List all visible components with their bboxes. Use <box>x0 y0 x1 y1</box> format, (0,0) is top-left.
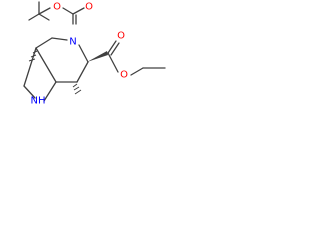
bond-cleft-bridgehead <box>23 47 37 87</box>
bond-nh-cleft <box>23 85 36 99</box>
hash-line <box>28 58 36 62</box>
bond-ctop-bridgehead-left <box>35 37 53 49</box>
tert-butyl-group <box>28 1 51 21</box>
bond-cbridge-nh-down <box>43 81 57 102</box>
molecule-structure: O O N O O NH <box>23 1 166 107</box>
atom-o-carbonyl-ester: O <box>117 31 125 42</box>
atom-o-ether-boc: O <box>53 2 61 13</box>
hash-line <box>73 86 80 91</box>
atom-o-carbonyl-boc: O <box>85 2 93 13</box>
bond-bridgehead-bridge <box>35 47 57 83</box>
atom-labels: O O N O O NH <box>31 2 129 107</box>
atom-n-bridge: N <box>69 37 76 48</box>
bond-cester-oether <box>107 52 119 73</box>
boc-carbamate <box>62 7 85 25</box>
bond-tbu-oxygen <box>38 7 51 15</box>
ethyl-ester <box>107 40 166 76</box>
hash-line <box>74 89 82 95</box>
stereo-hash-right <box>72 83 82 95</box>
bond-n-ctop <box>51 37 68 41</box>
bond-n-calpha <box>78 44 89 63</box>
stereo-hash-left <box>28 50 38 62</box>
bond-cester-o-double-b <box>110 42 120 56</box>
bond-oether-ccarbonyl <box>62 7 74 15</box>
bond-tbu-methyl-left <box>28 13 40 21</box>
bond-cester-o-double-a <box>107 40 117 54</box>
hash-line <box>30 54 37 58</box>
bicyclic-core <box>23 37 89 102</box>
bond-calpha-cring <box>76 61 89 83</box>
atom-o-ether-ester: O <box>120 70 128 81</box>
hash-line <box>72 83 78 88</box>
atom-nh-ring: NH <box>31 96 46 107</box>
bond-oether-ch2 <box>130 67 144 76</box>
stereo-wedge-ester <box>87 51 108 62</box>
bond-tbu-methyl-right <box>38 13 50 21</box>
bond-ccarbonyl-oxygen <box>72 7 85 15</box>
hash-line <box>32 50 38 54</box>
